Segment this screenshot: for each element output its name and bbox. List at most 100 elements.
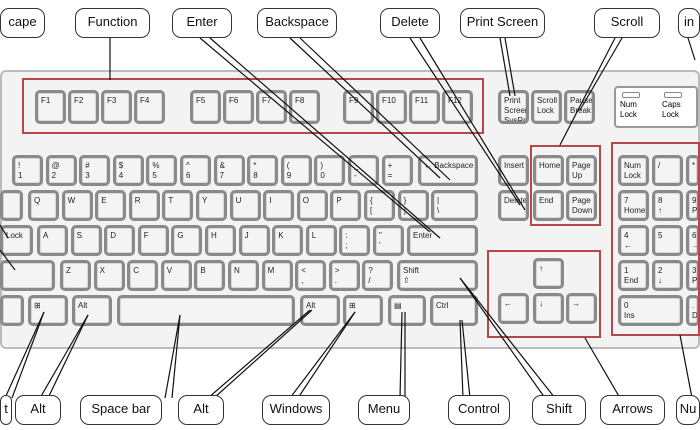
key-numpad-2-[interactable]: 2↓ [652,260,683,291]
key-navigation-home[interactable]: Home [533,155,564,186]
key-main-a[interactable]: A [37,225,68,256]
key-main--3[interactable]: #3 [79,155,111,186]
key-main-f[interactable]: F [137,225,169,256]
key-main--2[interactable]: @2 [45,155,77,186]
callout-alt: Alt [178,395,224,425]
key-function-f8[interactable]: F8 [289,90,320,124]
key-main-blank[interactable] [0,190,23,221]
key-main-blank[interactable] [0,260,55,291]
key-main-l[interactable]: L [305,225,337,256]
key-main-alt[interactable]: Alt [300,295,340,326]
key-label: U [235,196,242,205]
key-numpad-4-[interactable]: 4← [618,225,649,256]
key-label: \ [437,206,440,215]
key-main-p[interactable]: P [330,190,362,221]
key-main-z[interactable]: Z [60,260,91,291]
key-main-y[interactable]: Y [196,190,227,221]
key-function-f2[interactable]: F2 [68,90,99,124]
key-main--[interactable]: ⊞ [28,295,68,326]
key-main--4[interactable]: $4 [112,155,144,186]
key-main-blank[interactable] [117,295,295,326]
key-navigation-insert[interactable]: Insert [498,155,529,186]
key-main-q[interactable]: Q [28,190,59,221]
key-arrows--[interactable]: ← [498,293,529,324]
key-function-f10[interactable]: F10 [376,90,407,124]
key-main--[interactable]: <, [295,260,327,291]
key-main--9[interactable]: (9 [280,155,312,186]
key-function-f5[interactable]: F5 [190,90,221,124]
key-label: H [211,231,217,240]
key-main--1[interactable]: !1 [12,155,43,186]
key-main--[interactable]: :; [339,225,371,256]
key-main-d[interactable]: D [104,225,136,256]
key-main--[interactable]: ▤ [388,295,426,326]
key-main-s[interactable]: S [70,225,102,256]
key-main-enter[interactable]: Enter [407,225,478,256]
key-numpad-8-[interactable]: 8↑ [652,190,683,221]
key-numpad--[interactable]: / [652,155,683,186]
key-main-k[interactable]: K [272,225,304,256]
key-main-v[interactable]: V [160,260,192,291]
key-main-lock[interactable]: Lock [0,225,33,256]
key-label: ← Backspace [424,161,474,170]
key-main-h[interactable]: H [205,225,236,256]
key-main--backspace[interactable]: ← Backspace [418,155,478,186]
key-main-i[interactable]: I [263,190,295,221]
key-label: End [539,196,554,205]
key-main--[interactable]: "' [373,225,404,256]
key-main--7[interactable]: &7 [213,155,245,186]
key-main-r[interactable]: R [128,190,160,221]
key-label: , [301,276,304,285]
key-navigation-end[interactable]: End [533,190,564,221]
key-function-f3[interactable]: F3 [101,90,132,124]
key-function-f1[interactable]: F1 [35,90,66,124]
key-label: F9 [349,96,359,105]
key-main-o[interactable]: O [296,190,328,221]
key-label: 3 [85,171,90,180]
key-main-b[interactable]: B [194,260,226,291]
key-function-f4[interactable]: F4 [134,90,165,124]
key-main--5[interactable]: %5 [146,155,178,186]
key-label: K [278,231,284,240]
key-main-g[interactable]: G [171,225,203,256]
key-main-e[interactable]: E [95,190,127,221]
key-main--[interactable]: += [381,155,413,186]
key-arrows--[interactable]: ↑ [533,258,564,289]
key-main-j[interactable]: J [238,225,270,256]
key-function-f12[interactable]: F12 [442,90,473,124]
key-main-shift-[interactable]: Shift⇧ [397,260,478,291]
key-arrows--[interactable]: ↓ [533,293,564,324]
key-arrows--[interactable]: → [566,293,597,324]
key-main--[interactable]: ?/ [362,260,394,291]
key-label: A [43,231,49,240]
key-main--[interactable]: }] [397,190,429,221]
key-main--[interactable]: |\ [431,190,478,221]
key-main-x[interactable]: X [93,260,125,291]
key-main-w[interactable]: W [61,190,93,221]
key-main-n[interactable]: N [228,260,259,291]
key-main-m[interactable]: M [261,260,293,291]
key-main--6[interactable]: ^6 [180,155,211,186]
key-function-f6[interactable]: F6 [223,90,254,124]
key-numpad-5[interactable]: 5 [652,225,683,256]
key-main-t[interactable]: T [162,190,194,221]
key-main--[interactable]: >. [328,260,360,291]
key-main-blank[interactable] [0,295,24,326]
key-main-alt[interactable]: Alt [72,295,112,326]
key-main--8[interactable]: *8 [247,155,279,186]
key-main--[interactable]: {[ [364,190,395,221]
key-main--0[interactable]: )0 [314,155,346,186]
key-main-u[interactable]: U [229,190,261,221]
key-function-f11[interactable]: F11 [409,90,440,124]
key-main-ctrl[interactable]: Ctrl [430,295,478,326]
key-main-c[interactable]: C [127,260,159,291]
